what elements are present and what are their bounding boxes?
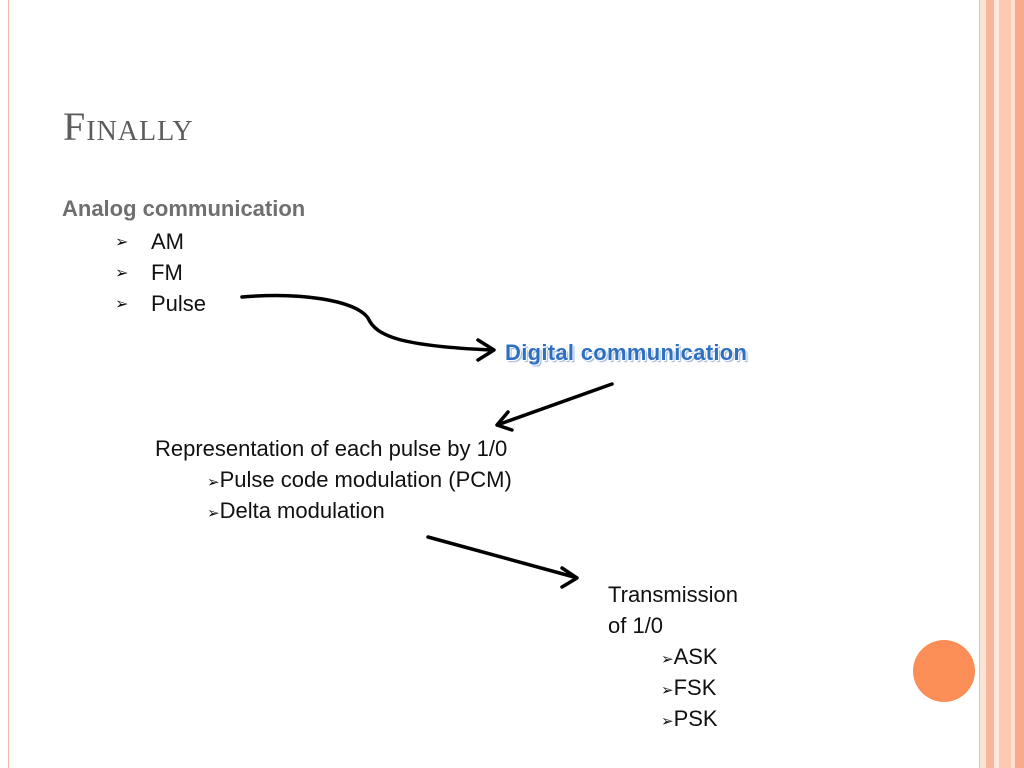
slide-frame [8,0,980,768]
delta-modulation-item: Delta modulation [219,498,385,523]
representation-heading: Representation of each pulse by 1/0 [155,436,508,461]
arrowhead-icon [495,410,514,432]
slide-title: Finally [63,104,194,149]
list-item: ➢ Pulse [115,288,206,319]
list-item: ➢PSK [608,703,738,734]
analog-item-am: AM [151,228,184,254]
transmission-heading-line1: Transmission [608,582,738,607]
arrow-bullet-icon: ➢ [115,233,129,251]
digital-heading: Digital communication [505,340,748,365]
arrowhead-icon [560,566,579,589]
fsk-item: FSK [673,675,717,700]
decorative-side-stripes [980,0,1024,768]
list-item: ➢ASK [608,641,738,672]
representation-block: Representation of each pulse by 1/0 ➢Pul… [155,433,512,526]
psk-item: PSK [673,706,718,731]
pcm-item: Pulse code modulation (PCM) [219,467,512,492]
arrow-bullet-icon: ➢ [207,505,220,522]
list-item: ➢Delta modulation [155,495,512,526]
analog-list: ➢ AM ➢ FM ➢ Pulse [115,226,206,319]
analog-heading: Analog communication [62,196,306,221]
list-item: ➢FSK [608,672,738,703]
pulse-to-digital-arrow [240,293,494,352]
orange-circle-decoration [913,640,975,702]
list-item: ➢ AM [115,226,206,257]
analog-item-pulse: Pulse [151,290,207,316]
list-item: ➢ FM [115,257,206,288]
arrow-bullet-icon: ➢ [207,474,220,491]
representation-to-transmission-arrow [426,535,576,579]
arrow-bullet-icon: ➢ [661,682,674,699]
arrowhead-icon [476,338,496,362]
transmission-block: Transmission of 1/0 ➢ASK ➢FSK ➢PSK [608,579,738,734]
arrow-bullet-icon: ➢ [115,264,129,282]
arrow-bullet-icon: ➢ [661,651,674,668]
arrow-bullet-icon: ➢ [661,713,674,730]
analog-item-fm: FM [151,259,183,285]
digital-to-representation-arrow [498,382,614,426]
arrow-bullet-icon: ➢ [115,295,129,313]
list-item: ➢Pulse code modulation (PCM) [155,464,512,495]
transmission-heading-line2: of 1/0 [608,613,664,638]
ask-item: ASK [673,644,718,669]
